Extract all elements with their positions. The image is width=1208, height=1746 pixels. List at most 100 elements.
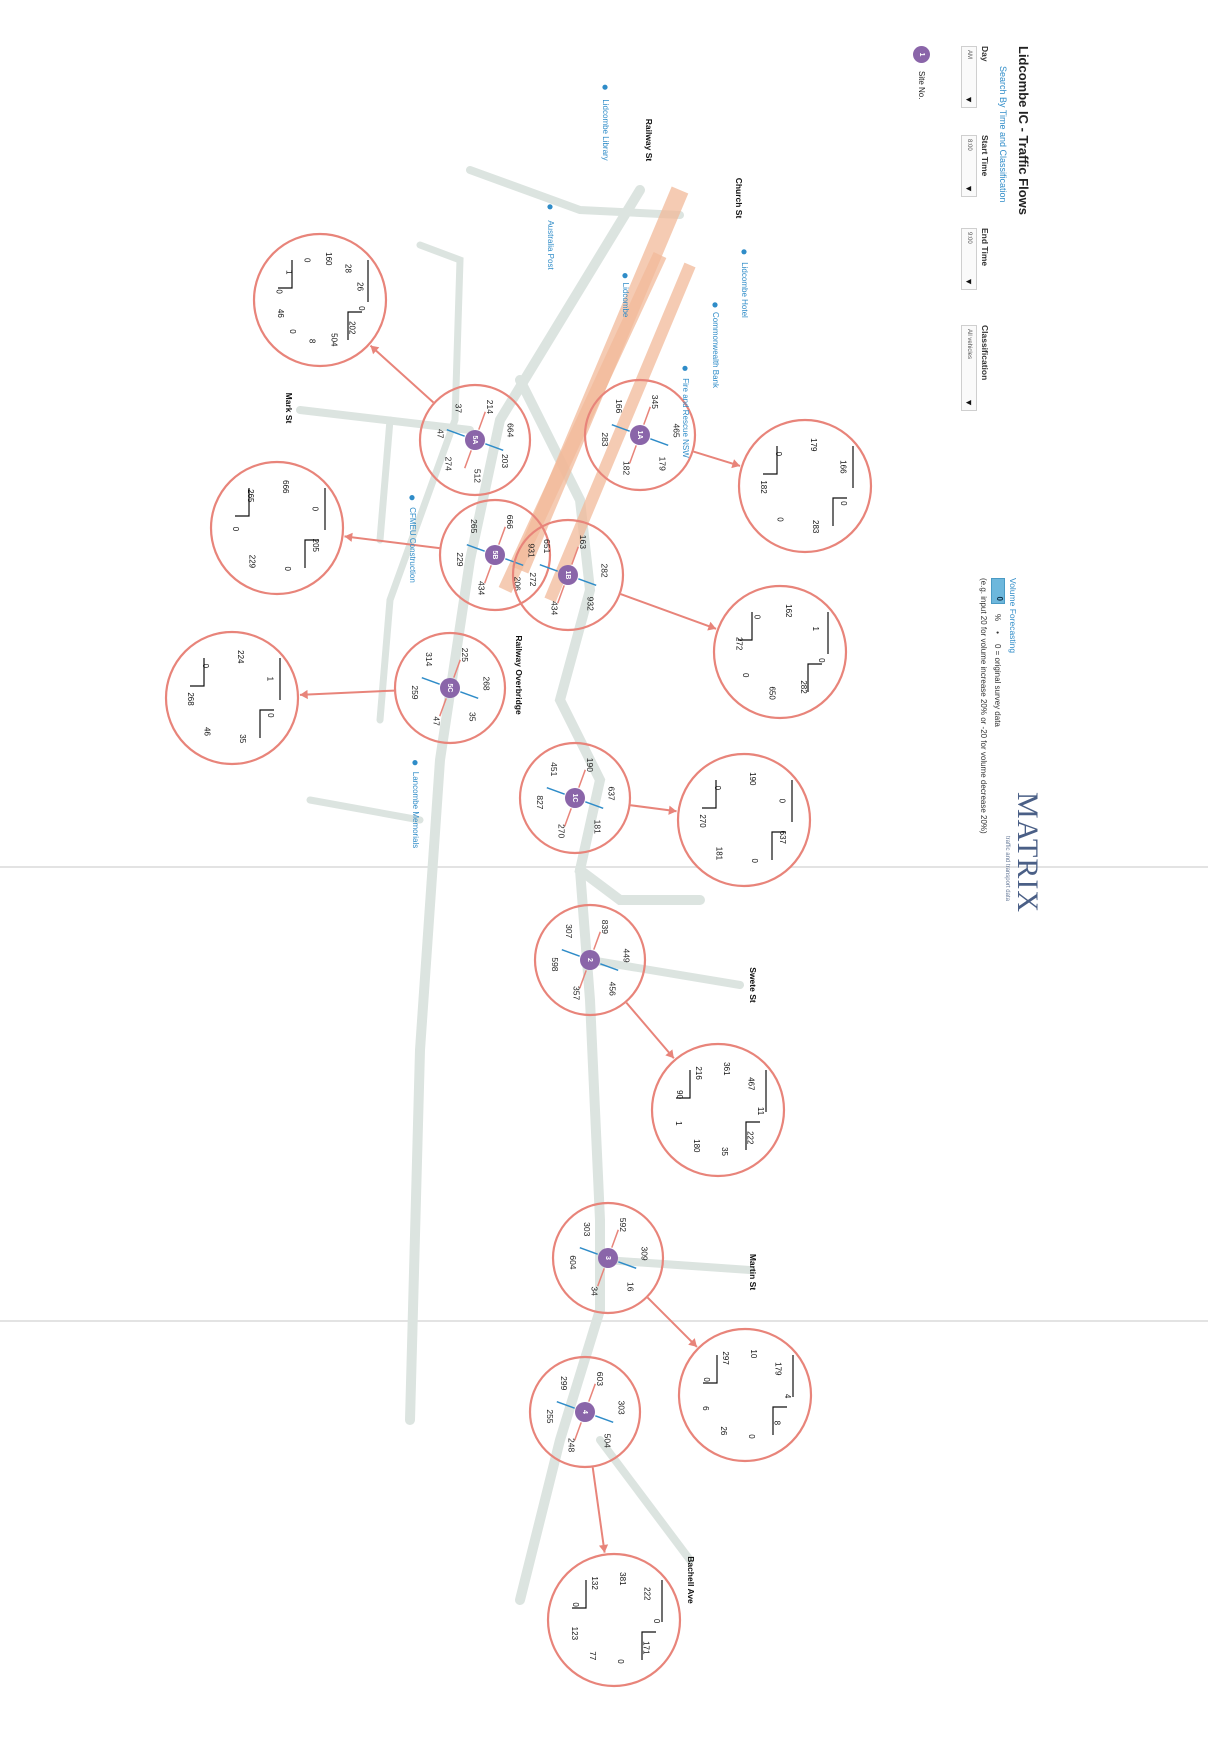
- movement-volume: 181: [715, 847, 724, 861]
- connector-5C: [299, 689, 395, 696]
- road-martin-st: [601, 1256, 754, 1274]
- kerb-line: [572, 1580, 587, 1609]
- site-volume: 827: [535, 795, 545, 809]
- site-volume: 47: [435, 429, 445, 439]
- start-time-select[interactable]: Start Time 8:00: [961, 135, 990, 197]
- start-time-label: Start Time: [980, 135, 990, 177]
- flow-arrow-icon: [588, 1383, 596, 1402]
- forecasting-input[interactable]: 0: [991, 578, 1005, 604]
- site-volume: 163: [578, 535, 588, 549]
- movement-volume: 0: [275, 289, 284, 294]
- kerb-line: [235, 488, 250, 517]
- movement-volume: 216: [694, 1066, 703, 1080]
- kerb-line: [738, 612, 753, 641]
- site-volume: 504: [602, 1434, 612, 1448]
- day-select[interactable]: Day AM: [961, 46, 990, 108]
- scan-fold-line: [0, 1320, 1208, 1322]
- kerb-line: [347, 311, 362, 340]
- end-time-label: End Time: [980, 228, 990, 267]
- movement-volume: 1: [811, 627, 820, 632]
- forecasting-bullet-icon: •: [993, 631, 1003, 634]
- logo-tagline: traffic and transport data: [1004, 836, 1010, 901]
- classification-dropdown[interactable]: All vehicles: [961, 325, 977, 411]
- movement-volume: 11: [756, 1107, 765, 1116]
- movement-volume: 0: [741, 673, 750, 678]
- site-volume: 666: [505, 515, 515, 529]
- connector-5A: [369, 344, 435, 404]
- movement-volume: 282: [799, 680, 808, 694]
- site-volume: 303: [616, 1400, 626, 1414]
- site-volume: 664: [505, 423, 515, 437]
- flow-arrow-icon: [498, 526, 506, 545]
- end-time-dropdown[interactable]: 9:00: [961, 228, 977, 290]
- movement-volume: 0: [357, 306, 366, 311]
- movement-volume: 222: [643, 1587, 652, 1601]
- road-bachell-ave: [596, 1436, 694, 1564]
- end-time-select[interactable]: End Time 9:00: [961, 228, 990, 290]
- flow-arrow-icon: [578, 578, 597, 586]
- movement-volume: 160: [324, 252, 333, 266]
- site-volume: 47: [432, 716, 442, 726]
- movement-volume: 265: [246, 489, 255, 503]
- kerb-line: [278, 260, 293, 289]
- site-volume: 206: [512, 577, 522, 591]
- movement-volume: 205: [311, 539, 320, 553]
- movement-volume: 0: [266, 713, 275, 718]
- movement-volume: 0: [201, 664, 210, 669]
- movement-volume: 0: [702, 1377, 711, 1382]
- site-ring: [511, 518, 625, 632]
- start-time-dropdown[interactable]: 8:00: [961, 135, 977, 197]
- movement-volume: 46: [203, 727, 212, 736]
- street-label-railway: Railway St: [644, 119, 654, 162]
- site-marker-icon: [440, 678, 460, 698]
- movement-volume: 283: [811, 520, 820, 534]
- movement-volume: 0: [571, 1602, 580, 1607]
- site-volume: 598: [550, 957, 560, 971]
- site-volume: 229: [455, 552, 465, 566]
- flow-arrow-icon: [453, 659, 461, 678]
- movement-volume: 6: [701, 1406, 710, 1411]
- site-marker-icon: [575, 1402, 595, 1422]
- site-volume: 299: [559, 1376, 569, 1390]
- movement-volume: 0: [288, 329, 297, 334]
- movement-volume: 26: [356, 282, 365, 291]
- sites-layer: 1A3454651791822831665A214664203512274473…: [393, 378, 697, 1469]
- road-church-st: [466, 166, 684, 219]
- connector-4: [591, 1467, 606, 1553]
- site-volume: 203: [500, 454, 510, 468]
- classification-select[interactable]: Classification All vehicles: [961, 325, 990, 411]
- movement-volume: 35: [720, 1147, 729, 1156]
- detail-ring: [650, 1042, 786, 1178]
- movement-volume: 10: [749, 1349, 758, 1358]
- movement-volume: 268: [186, 692, 195, 706]
- site-volume: 465: [671, 423, 681, 437]
- kerb-line: [763, 446, 778, 475]
- day-dropdown[interactable]: AM: [961, 46, 977, 108]
- arrow-head-icon: [370, 345, 380, 355]
- movement-volume: 90: [675, 1090, 684, 1099]
- street-label-church: Church St: [734, 178, 744, 219]
- poi-label-bank: Commonwealth Bank: [711, 312, 720, 389]
- movement-volume: 1: [284, 270, 293, 275]
- site-ring: [438, 498, 552, 612]
- poi-marker-icon: [682, 365, 688, 371]
